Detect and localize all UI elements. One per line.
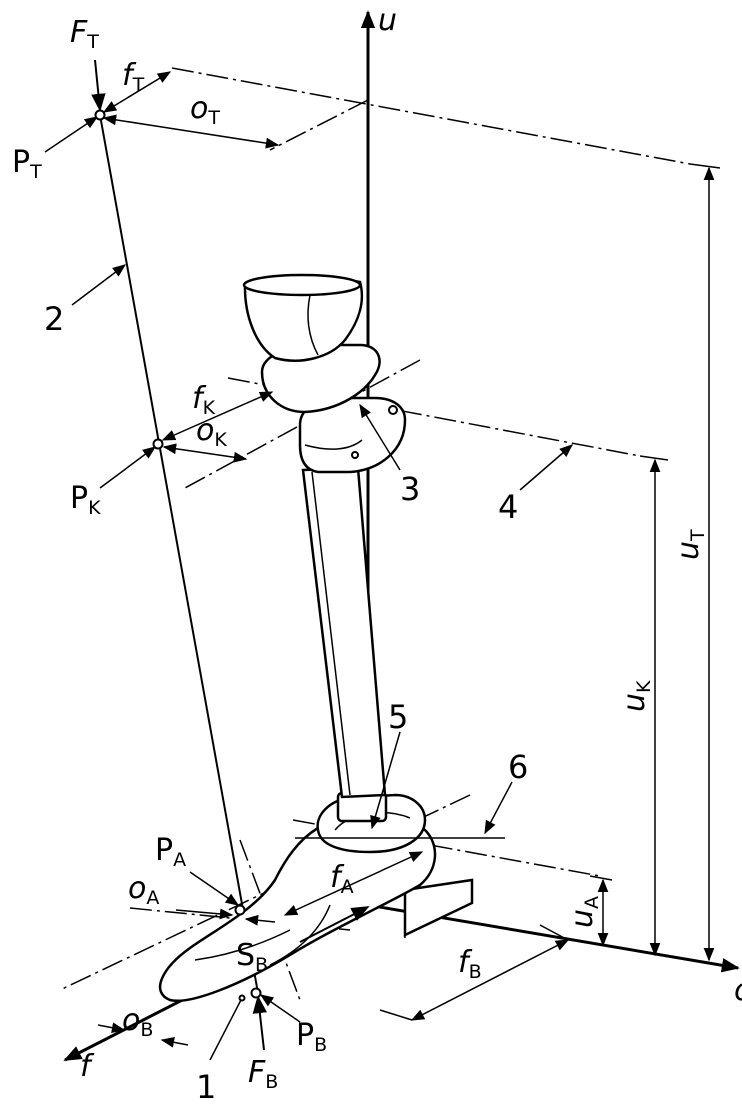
f-axis-label: f: [80, 1049, 95, 1084]
callout-2: 2: [44, 300, 64, 338]
label-pk: PK: [70, 481, 101, 519]
prosthesis: [158, 273, 474, 1002]
point-pk: [152, 438, 164, 450]
leader-1: [209, 997, 243, 1061]
label-dim-oa: oA: [128, 871, 159, 909]
label-pb: PB: [296, 1018, 327, 1056]
dimension-arrows: [97, 71, 721, 1048]
label-dim-ut: uT: [671, 529, 709, 560]
leader-pk: [99, 446, 157, 489]
o-axis-label: o: [734, 973, 742, 1008]
leader-pt: [44, 116, 99, 153]
label-dim-ob: oB: [122, 1003, 153, 1041]
leader-2: [71, 264, 127, 306]
load-line: [99, 114, 259, 994]
callout-4: 4: [498, 488, 518, 526]
dim-ob-right: [160, 1036, 189, 1048]
force-arrow-fb: [252, 995, 267, 1051]
callout-5: 5: [388, 698, 408, 736]
callout-6: 6: [508, 748, 528, 786]
callout-1: 1: [196, 1068, 216, 1106]
load-points: [94, 109, 262, 999]
top-ref-line-o: [171, 67, 691, 165]
dim-fa: [283, 851, 424, 916]
callout-leaders: [71, 264, 574, 1061]
leader-5: [370, 731, 401, 830]
leader-pb: [259, 994, 301, 1023]
dim-fk: [161, 391, 274, 441]
socket-rim: [242, 273, 362, 297]
leader-6: [484, 781, 513, 835]
top-ref-line-f: [269, 99, 369, 151]
label-pa: PA: [155, 833, 186, 871]
leader-4: [519, 444, 574, 491]
label-dim-ft: fT: [122, 58, 145, 96]
point-leaders: [44, 116, 301, 1023]
dim-fb: [410, 939, 570, 1021]
dim-ot: [102, 114, 280, 149]
label-dim-fb: fB: [458, 945, 482, 983]
dim-ob-left: [97, 1022, 126, 1034]
label-dim-ot: oT: [190, 91, 220, 129]
leader-pa: [189, 871, 240, 906]
label-dim-uk: uK: [617, 680, 655, 712]
leader-3: [359, 403, 401, 471]
labels: FT FB PT PK PA PB fT oT fK oK fA oA fB o…: [12, 15, 709, 1106]
force-arrow-ft: [91, 59, 106, 112]
dim-oa-left: [175, 908, 234, 920]
knee-axis-bolt: [388, 405, 398, 415]
label-dim-ok: oK: [196, 413, 227, 451]
point-pb: [250, 987, 262, 999]
callout-3: 3: [400, 470, 420, 508]
coordinate-axes: u o f: [63, 3, 742, 1084]
dim-ft: [102, 71, 172, 113]
point-pt: [94, 109, 106, 121]
label-fb: FB: [248, 1055, 278, 1093]
label-dim-ua: uA: [565, 896, 603, 928]
label-ft: FT: [70, 15, 99, 53]
point-pa: [234, 904, 246, 916]
dim-ok: [162, 443, 248, 463]
dim-oa-right: [244, 914, 276, 926]
label-pt: PT: [12, 145, 42, 183]
u-axis-label: u: [378, 3, 397, 38]
label-sb: SB: [236, 938, 268, 976]
